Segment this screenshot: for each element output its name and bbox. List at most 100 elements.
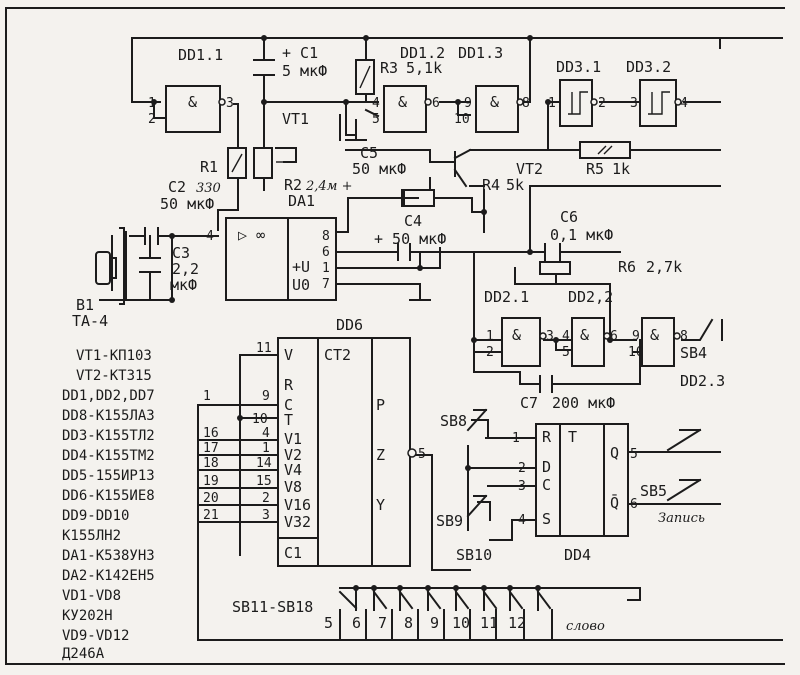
gate-dd1-2: [383, 85, 427, 133]
label-c4-value: + 50 мкФ: [374, 230, 446, 248]
svg-text:18: 18: [203, 456, 219, 471]
capacitor-c3: [139, 257, 161, 273]
label-dd1-1: DD1.1: [178, 46, 223, 64]
capacitor-c2: [144, 227, 159, 245]
svg-text:T: T: [568, 428, 577, 446]
svg-text:3: 3: [518, 479, 526, 494]
label-sb8: SB8: [440, 412, 467, 430]
label-c2: C2: [168, 178, 186, 196]
svg-text:9: 9: [464, 96, 472, 111]
svg-text:DD8-К155ЛА3: DD8-К155ЛА3: [62, 408, 155, 424]
resistor-r6: [539, 261, 571, 275]
svg-text:Q̄: Q̄: [610, 493, 619, 512]
svg-text:3: 3: [546, 329, 554, 344]
svg-text:2: 2: [148, 112, 156, 127]
label-c3-unit: мкФ: [170, 276, 197, 294]
junction-dots: [151, 35, 613, 591]
svg-text:4: 4: [518, 513, 526, 528]
svg-text:3: 3: [262, 508, 270, 523]
svg-text:5: 5: [418, 447, 426, 462]
label-dd1-2: DD1.2: [400, 44, 445, 62]
svg-text:DA2-К142ЕН5: DA2-К142ЕН5: [62, 568, 155, 584]
svg-text:6: 6: [610, 329, 618, 344]
svg-text:V2: V2: [284, 446, 302, 464]
svg-text:20: 20: [203, 491, 219, 506]
label-b1-type: ТА-4: [72, 312, 108, 330]
svg-text:3: 3: [226, 96, 234, 111]
svg-text:1: 1: [262, 441, 270, 456]
svg-text:5: 5: [562, 345, 570, 360]
svg-text:17: 17: [203, 441, 219, 456]
svg-text:15: 15: [256, 474, 272, 489]
label-r4-value: 5k: [506, 176, 524, 194]
label-dd2-3: DD2.3: [680, 372, 725, 390]
svg-text:К155ЛН2: К155ЛН2: [62, 528, 121, 544]
svg-text:5: 5: [372, 112, 380, 127]
label-dd3-2: DD3.2: [626, 58, 671, 76]
label-c1: + C1: [282, 44, 318, 62]
svg-text:3: 3: [630, 96, 638, 111]
svg-text:6: 6: [432, 96, 440, 111]
label-r3: R3: [380, 59, 398, 77]
svg-text:V16: V16: [284, 496, 311, 514]
microphone-b1: [95, 227, 125, 305]
svg-text:6: 6: [352, 614, 361, 632]
schmitt-dd3-1: [559, 79, 593, 127]
label-r4: R4: [482, 176, 500, 194]
capacitor-c7: [539, 375, 553, 393]
label-c2-330: 330: [196, 181, 221, 196]
frame-border: [5, 7, 785, 665]
svg-text:1: 1: [548, 96, 556, 111]
svg-text:5: 5: [630, 447, 638, 462]
svg-text:4: 4: [562, 329, 570, 344]
schmitt-dd3-2: [639, 79, 677, 127]
svg-text:8: 8: [404, 614, 413, 632]
svg-text:5: 5: [324, 614, 333, 632]
svg-text:DD1,DD2,DD7: DD1,DD2,DD7: [62, 388, 155, 404]
transistor-vt2: [429, 151, 456, 177]
capacitor-c5: [345, 139, 367, 151]
svg-text:2: 2: [486, 345, 494, 360]
label-r2: R2: [284, 176, 302, 194]
svg-text:▷ ∞: ▷ ∞: [238, 226, 265, 244]
svg-text:16: 16: [203, 426, 219, 441]
label-b1: B1: [76, 296, 94, 314]
label-r5-value: 1k: [612, 160, 630, 178]
svg-text:V1: V1: [284, 430, 302, 448]
label-r5: R5: [586, 160, 604, 178]
svg-text:C: C: [542, 476, 551, 494]
capacitor-c6: [544, 243, 561, 261]
switch-sb8: [466, 408, 488, 432]
svg-text:10: 10: [628, 345, 644, 360]
svg-text:Д246А: Д246А: [62, 646, 105, 662]
svg-text:&: &: [398, 93, 407, 111]
svg-text:P: P: [376, 396, 385, 414]
label-sb9: SB9: [436, 512, 463, 530]
svg-text:V4: V4: [284, 461, 302, 479]
svg-text:1: 1: [486, 329, 494, 344]
svg-text:7: 7: [322, 277, 330, 292]
svg-text:C: C: [284, 396, 293, 414]
label-r1: R1: [200, 158, 218, 176]
capacitor-c1: [253, 59, 275, 76]
svg-text:2: 2: [262, 491, 270, 506]
label-r2-value: 2,4м +: [305, 179, 352, 194]
gate-symbol: &: [188, 93, 197, 111]
resistor-r2: [253, 147, 273, 179]
svg-text:7: 7: [378, 614, 387, 632]
svg-text:DD6-К155ИЕ8: DD6-К155ИЕ8: [62, 488, 155, 504]
switch-row-sb11-sb18: [338, 587, 553, 641]
label-c6: C6: [560, 208, 578, 226]
gate-dd2-1: [501, 317, 541, 367]
svg-text:V32: V32: [284, 513, 311, 531]
svg-text:14: 14: [256, 456, 272, 471]
label-c1-value: 5 мкФ: [282, 62, 327, 80]
svg-text:8: 8: [522, 96, 530, 111]
svg-text:DD3-К155ТЛ2: DD3-К155ТЛ2: [62, 428, 155, 444]
svg-text:+U: +U: [292, 258, 310, 276]
svg-text:R: R: [542, 428, 552, 446]
label-c7: C7: [520, 394, 538, 412]
svg-text:U0: U0: [292, 276, 310, 294]
